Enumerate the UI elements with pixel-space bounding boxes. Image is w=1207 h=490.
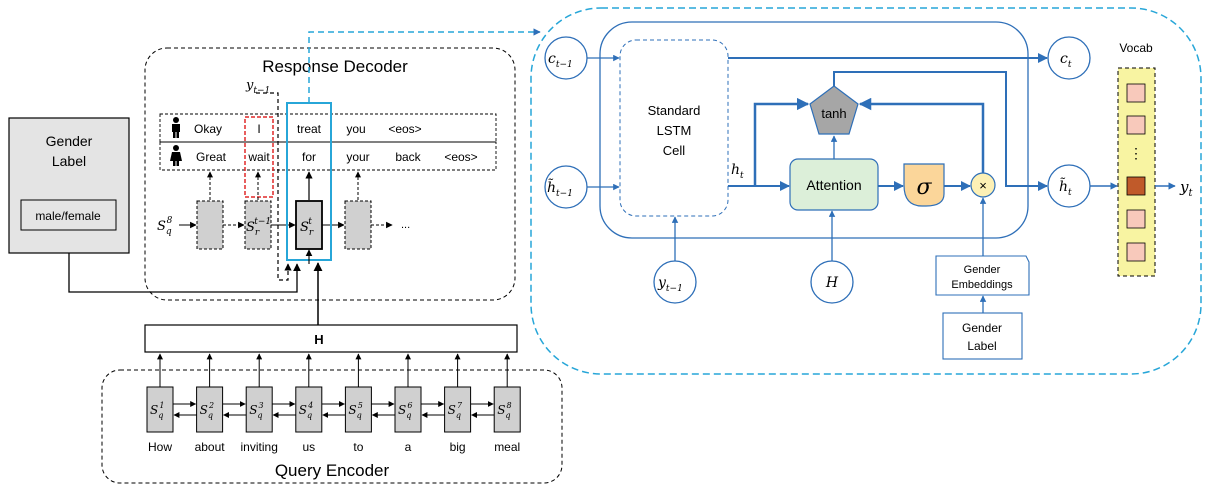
lstm-label-line2: LSTM [657, 123, 692, 138]
female-word: wait [247, 150, 270, 164]
male-person-icon [172, 117, 180, 138]
c-t-node [1047, 36, 1091, 80]
gender-label-title-line2: Label [52, 153, 86, 169]
decoder-prev-state: Srt−1 [246, 217, 271, 238]
female-word: <eos> [444, 150, 477, 164]
decoder-cell-boundary [599, 21, 1029, 239]
lstm-label-line3: Cell [663, 143, 686, 158]
encoder-cell-label: Sq2 [200, 401, 214, 420]
male-word: Okay [194, 122, 222, 136]
female-word: your [346, 150, 369, 164]
encoder-word: about [195, 440, 226, 454]
female-word: for [302, 150, 316, 164]
gender-embeddings-line1: Gender [964, 264, 1001, 276]
encoder-cell-label: Sq6 [398, 401, 412, 420]
encoder-cell-label: Sq8 [497, 401, 511, 420]
standard-lstm-cell [619, 39, 729, 217]
H-node-label: H [825, 275, 839, 291]
gender-label-box [942, 312, 1023, 360]
gender-label-title-line1: Gender [46, 133, 93, 149]
tanh-node [809, 85, 859, 135]
hidden-states-bar: H [144, 324, 518, 353]
gender-embeddings-line2: Embeddings [951, 279, 1013, 291]
encoder-word: inviting [241, 440, 278, 454]
encoder-word: us [302, 440, 315, 454]
decoder-current-state: Srt [300, 217, 314, 238]
query-encoder: Query Encoder Sq1HowSq2aboutSq3invitingS… [101, 353, 563, 484]
c-t-label: ct [1060, 51, 1072, 70]
decoder-ellipsis: ... [401, 219, 410, 231]
h-t-tilde-node [1047, 164, 1091, 208]
decoder-feedback-arrow [256, 92, 292, 281]
response-decoder: Response Decoder yt−1 Okay I treat you <… [144, 47, 516, 301]
male-word: I [257, 122, 260, 136]
gender-label-panel: Gender Label male/female [8, 117, 130, 254]
female-word: back [395, 150, 421, 164]
h-prev-label: h̃t−1 [547, 178, 573, 199]
cell-arrows [587, 53, 1176, 313]
female-word: Great [196, 150, 227, 164]
zoom-connector [308, 28, 541, 103]
decoder-cell [344, 200, 372, 250]
female-person-icon [170, 145, 182, 166]
encoder-cell [245, 386, 273, 433]
encoder-word: big [450, 440, 466, 454]
c-prev-label: ct−1 [548, 51, 573, 70]
encoder-cell [295, 386, 323, 433]
gender-label-line2: Label [967, 339, 996, 353]
sigma-label: σ [916, 175, 932, 200]
vocab-cell [1126, 83, 1146, 103]
multiply-label: × [979, 178, 987, 193]
encoder-title: Query Encoder [275, 461, 390, 480]
tanh-label: tanh [821, 106, 846, 121]
encoder-cell-label: Sq3 [249, 401, 263, 420]
vocab-label: Vocab [1119, 41, 1153, 55]
sigma-gate [903, 163, 945, 207]
decoder-cell [196, 200, 224, 250]
lstm-label-line1: Standard [648, 103, 701, 118]
encoder-cell [444, 386, 472, 433]
male-word: you [346, 122, 365, 136]
h-t-label: ht [731, 162, 744, 181]
gender-label-value: male/female [35, 209, 101, 223]
vocab-cell [1126, 242, 1146, 262]
encoder-word: a [405, 440, 412, 454]
encoder-word: to [353, 440, 363, 454]
y-t-label: yt [1179, 178, 1193, 199]
h-t-tilde-label: h̃t [1059, 177, 1072, 198]
decoder-title: Response Decoder [262, 57, 408, 76]
decoder-init-state: Sq8 [157, 216, 173, 237]
vocab-cell [1126, 115, 1146, 135]
encoder-word: meal [494, 440, 520, 454]
encoder-word: How [148, 440, 172, 454]
female-response-row: Great wait for your back <eos> [196, 150, 478, 164]
previous-word-highlight [244, 116, 274, 198]
gender-embeddings-box [935, 255, 1030, 296]
male-word: <eos> [388, 122, 421, 136]
decoder-cell-prev [244, 200, 272, 250]
encoder-cell-label: Sq5 [348, 401, 362, 420]
attention-label: Attention [806, 177, 861, 193]
gender-label-line1: Gender [962, 321, 1002, 335]
encoder-cell-label: Sq4 [299, 401, 313, 420]
encoder-cell [344, 386, 372, 433]
encoder-cell-label: Sq7 [448, 401, 463, 420]
vocab-cell [1126, 209, 1146, 229]
vocab-bar [1117, 67, 1156, 277]
vocab-cell-selected [1126, 176, 1146, 196]
encoder-cell [394, 386, 422, 433]
male-response-row: Okay I treat you <eos> [194, 122, 422, 136]
male-word: treat [297, 122, 322, 136]
decoder-prev-output-label: yt−1 [245, 78, 270, 96]
gender-label-to-decoder-arrow [68, 253, 301, 293]
encoder-cell-label: Sq1 [150, 401, 164, 420]
cell-detail-panel: Standard LSTM Cell ct−1 h̃t−1 yt−1 H ct … [530, 7, 1202, 375]
vocab-dots: ⋮ [1129, 145, 1143, 161]
hidden-bar-label: H [314, 332, 323, 347]
y-prev-label: yt−1 [657, 275, 683, 294]
